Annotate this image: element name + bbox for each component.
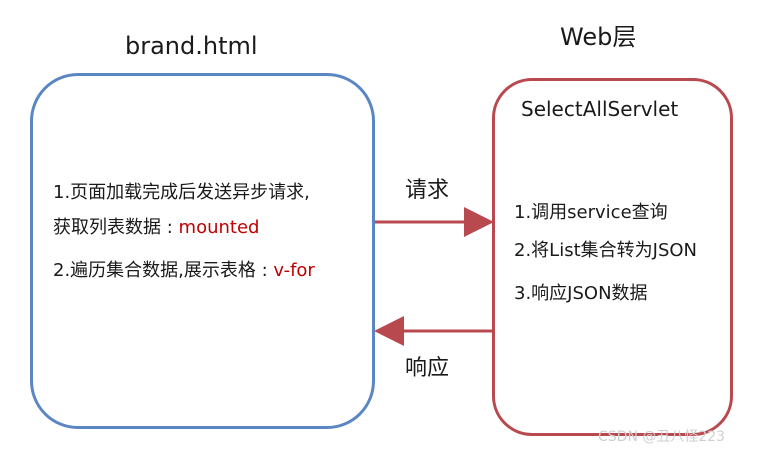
client-title: brand.html <box>125 32 258 60</box>
servlet-name: SelectAllServlet <box>521 97 679 121</box>
servlet-box <box>492 78 733 436</box>
client-step-2-text: 2.遍历集合数据,展示表格 : <box>53 260 268 281</box>
mounted-hook-label: mounted <box>178 217 260 238</box>
servlet-step-1: 1.调用service查询 <box>514 202 668 223</box>
response-label: 响应 <box>405 356 450 381</box>
client-step-1-text: 1.页面加载完成后发送异步请求, <box>53 182 310 203</box>
client-step-1-line-1: 1.页面加载完成后发送异步请求, <box>53 178 310 204</box>
servlet-step-2: 2.将List集合转为JSON <box>514 240 698 261</box>
web-layer-title: Web层 <box>560 23 637 51</box>
watermark: CSDN @丑八怪223 <box>598 429 726 445</box>
client-step-2-line: 2.遍历集合数据,展示表格 : v-for <box>53 256 315 282</box>
client-box <box>30 73 375 429</box>
request-label: 请求 <box>405 178 450 203</box>
v-for-directive-label: v-for <box>273 260 315 281</box>
servlet-step-3: 3.响应JSON数据 <box>514 283 648 304</box>
client-step-1b-text: 获取列表数据 : <box>53 217 173 238</box>
client-step-1-line-2: 获取列表数据 : mounted <box>53 213 259 239</box>
